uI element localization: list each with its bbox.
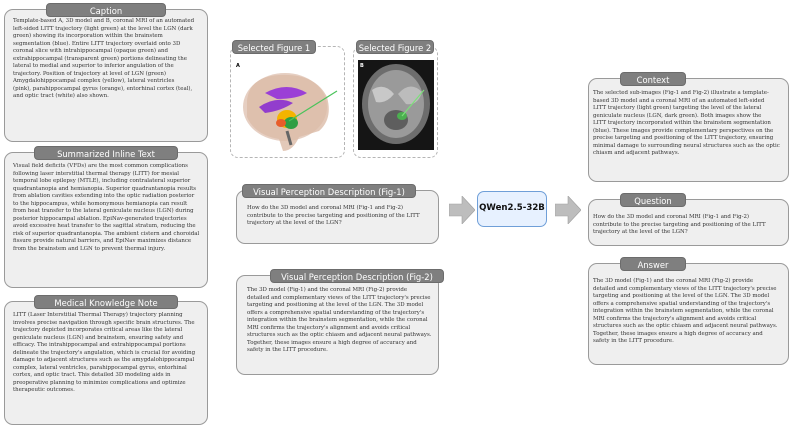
- context-title: Context: [620, 72, 686, 86]
- inline-text-box: [4, 152, 208, 288]
- answer-title: Answer: [620, 257, 686, 271]
- vpd1-text: How do the 3D model and coronal MRI (Fig…: [247, 205, 420, 227]
- knowledge-title: Medical Knowledge Note: [34, 295, 178, 309]
- vpd1-title: Visual Perception Description (Fig-1): [242, 184, 416, 198]
- question-title: Question: [620, 193, 686, 207]
- context-box: [588, 78, 789, 182]
- figure2-panel-label: B: [360, 63, 364, 69]
- vpd2-box: [236, 275, 439, 375]
- caption-title: Caption: [46, 3, 166, 17]
- vpd2-text: The 3D model (Fig-1) and the coronal MRI…: [247, 287, 432, 354]
- model-box: QWen2.5-32B: [477, 191, 547, 227]
- vpd1-box: [236, 190, 439, 244]
- inline-text-title: Summarized Inline Text: [34, 146, 178, 160]
- arrow-to-model: [449, 196, 475, 224]
- answer-box: [588, 263, 789, 365]
- question-box: [588, 199, 789, 246]
- knowledge-box: [4, 301, 208, 425]
- figure2-title: Selected Figure 2: [356, 40, 434, 54]
- figure1-panel-label: A: [236, 63, 240, 69]
- inline-text-body: Visual field deficits (VFDs) are the mos…: [13, 163, 200, 253]
- vpd2-title: Visual Perception Description (Fig-2): [270, 269, 444, 283]
- knowledge-text: LITT (Laser Interstitial Thermal Therapy…: [13, 312, 196, 394]
- figure2-coronal-mri-image: [358, 60, 434, 150]
- question-text: How do the 3D model and coronal MRI (Fig…: [593, 214, 766, 236]
- answer-text: The 3D model (Fig-1) and the coronal MRI…: [593, 278, 778, 345]
- caption-box: [4, 9, 208, 142]
- arrow-to-outputs: [555, 196, 581, 224]
- context-text: The selected sub-images (Fig-1 and Fig-2…: [593, 90, 780, 157]
- figure1-3d-model-image: [243, 73, 338, 151]
- caption-text: Template-based A, 3D model and B, corona…: [13, 18, 195, 100]
- figure1-title: Selected Figure 1: [232, 40, 316, 54]
